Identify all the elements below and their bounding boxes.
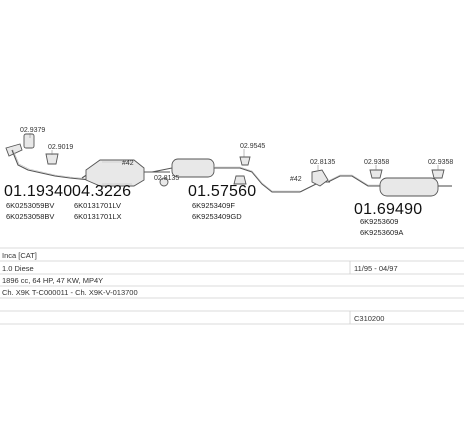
clamp-label: 02.8135: [154, 175, 179, 182]
part-number: 04.3226: [72, 183, 131, 200]
part-number: 01.69490: [354, 201, 422, 218]
oem-reference: 6K9253609: [360, 217, 398, 226]
part-number: 01.57560: [188, 183, 256, 200]
oem-reference: 6K9253609A: [360, 228, 403, 237]
clamp-label: 02.9019: [48, 144, 73, 151]
front-pipe: [5, 133, 91, 181]
middle-silencer: [151, 158, 300, 193]
oem-reference: 6K0253058BV: [6, 212, 54, 221]
vehicle-model: Inca [CAT]: [2, 251, 37, 260]
rear-silencer: [311, 169, 452, 197]
clamp-label: 02.9545: [240, 143, 265, 150]
diagram-code: C310200: [354, 314, 384, 323]
clamp-label: 02.9358: [364, 159, 389, 166]
clamp-label: 02.9379: [20, 127, 45, 134]
clamp-label: 02.8135: [310, 159, 335, 166]
fitting-mark: #42: [290, 176, 302, 183]
vehicle-info-table: [0, 247, 464, 325]
oem-reference: 6K0131701LV: [74, 201, 121, 210]
catalytic-converter: [81, 159, 170, 187]
part-number: 01.19340: [4, 183, 72, 200]
clamp-label: 02.9358: [428, 159, 453, 166]
oem-reference: 6K9253409F: [192, 201, 235, 210]
oem-reference: 6K0253059BV: [6, 201, 54, 210]
oem-reference: 6K9253409GD: [192, 212, 242, 221]
engine-type: 1.0 Diese: [2, 264, 34, 273]
oem-reference: 6K0131701LX: [74, 212, 122, 221]
production-years: 11/95 - 04/97: [354, 264, 398, 273]
chassis-range: Ch. X9K T-C000011 - Ch. X9K-V-013700: [2, 288, 138, 297]
engine-spec: 1896 cc, 64 HP, 47 KW, MP4Y: [2, 276, 103, 285]
fitting-mark: #42: [122, 160, 134, 167]
